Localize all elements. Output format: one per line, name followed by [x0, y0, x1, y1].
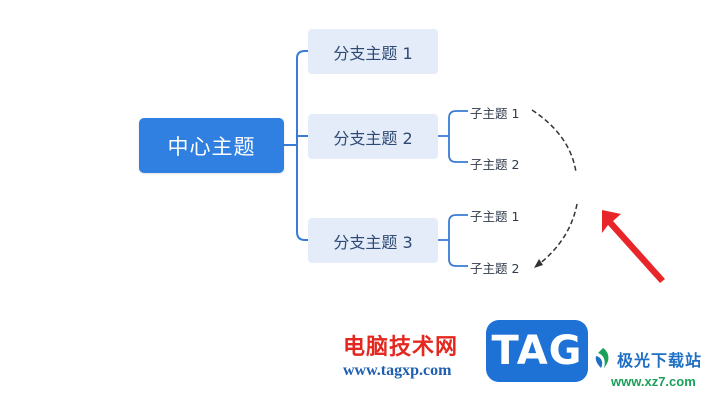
dashed-arrow-head: [534, 259, 543, 268]
aurora-logo-icon: [595, 348, 609, 368]
watermark-secondary-url: www.xz7.com: [611, 374, 696, 389]
watermark-secondary-name: 极光下载站: [617, 351, 703, 370]
watermark-site-name: 电脑技术网: [343, 334, 459, 360]
branch-topic-2[interactable]: 分支主题 2: [308, 114, 438, 159]
subtopic-3-1[interactable]: 子主题 1: [470, 208, 520, 224]
curved-dashed-arrow: [531, 109, 577, 173]
central-topic[interactable]: 中心主题: [139, 118, 284, 173]
branch2-connector: [438, 110, 468, 163]
subtopic-2-1[interactable]: 子主题 1: [470, 105, 520, 121]
branch3-connector: [438, 214, 468, 267]
subtopic-2-2[interactable]: 子主题 2: [470, 156, 520, 172]
root-connector: [284, 50, 308, 241]
curved-dashed-arrow-lower: [537, 203, 578, 266]
watermark-site-url: www.tagxp.com: [343, 362, 452, 379]
red-pointer-arrow: [602, 210, 665, 283]
tag-logo: TAG: [486, 320, 588, 382]
branch-topic-3[interactable]: 分支主题 3: [308, 218, 438, 263]
branch-topic-1[interactable]: 分支主题 1: [308, 29, 438, 74]
subtopic-3-2[interactable]: 子主题 2: [470, 260, 520, 276]
